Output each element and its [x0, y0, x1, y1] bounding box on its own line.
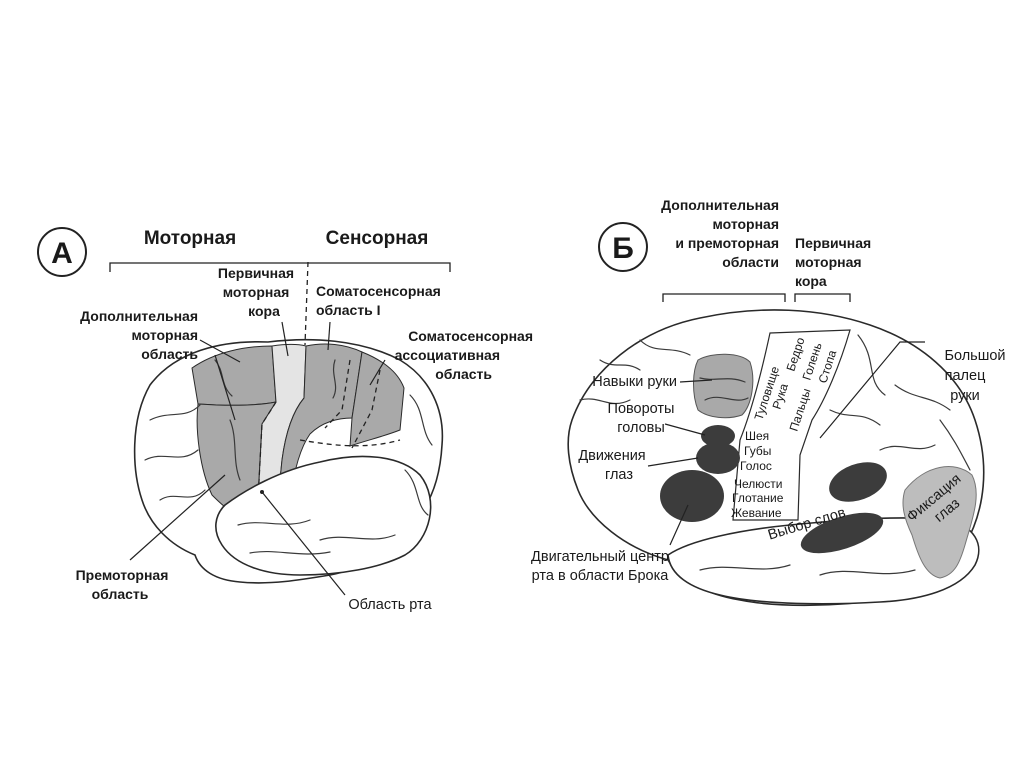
svg-text:рта в области Брока: рта в области Брока: [532, 568, 670, 584]
region-eye-fixation: [902, 466, 977, 579]
label-supp-premotor-b: Дополнительная моторная и премоторная об…: [661, 197, 779, 270]
region-word-choice-upper: [829, 462, 887, 502]
svg-text:Соматосенсорная: Соматосенсорная: [408, 328, 533, 344]
svg-text:область I: область I: [316, 302, 381, 318]
svg-text:Двигательный центр: Двигательный центр: [531, 549, 669, 565]
svg-text:Движения: Движения: [578, 448, 645, 464]
svg-text:Шея: Шея: [745, 429, 769, 443]
svg-text:Дополнительная: Дополнительная: [661, 197, 779, 213]
gyri-b: [579, 334, 971, 576]
bracket-primary-motor: [794, 293, 851, 302]
svg-text:Премоторная: Премоторная: [76, 567, 169, 583]
svg-text:Губы: Губы: [744, 444, 771, 458]
svg-text:и премоторная: и премоторная: [675, 235, 779, 251]
boundary-assoc: [351, 369, 381, 449]
panel-a-badge: А: [51, 237, 73, 270]
region-broca: [660, 470, 724, 522]
heading-bracket: [109, 262, 451, 272]
svg-text:Глотание: Глотание: [732, 491, 784, 505]
panel-a: А Моторная Сенсорная: [37, 227, 533, 613]
svg-text:моторная: моторная: [131, 327, 198, 343]
svg-text:моторная: моторная: [712, 216, 779, 232]
label-eye-move: Движения глаз: [578, 448, 645, 483]
region-somato-1: [277, 343, 363, 501]
temporal-lobe-a: [215, 455, 432, 576]
label-somato-assoc-a: Соматосенсорная ассоциативная область: [395, 328, 533, 382]
label-primary-motor-b: Первичная моторная кора: [795, 235, 871, 289]
label-mouth-a: Область рта: [348, 597, 432, 613]
label-primary-motor-a: Первичная моторная кора: [218, 265, 294, 319]
svg-text:область: область: [141, 346, 198, 362]
region-head-turn: [701, 425, 735, 447]
central-sulcus-line: [304, 261, 309, 346]
temporal-lobe-b: [667, 517, 980, 605]
region-eye-move: [696, 442, 740, 474]
svg-text:области: области: [722, 254, 779, 270]
svg-text:Дополнительная: Дополнительная: [80, 308, 198, 324]
bracket-supp-premotor: [662, 293, 786, 302]
svg-text:кора: кора: [248, 303, 280, 319]
svg-text:глаз: глаз: [605, 467, 633, 483]
boundary-somato: [324, 359, 351, 429]
leaders-a: [129, 321, 386, 596]
svg-text:Соматосенсорная: Соматосенсорная: [316, 283, 441, 299]
label-somato-1-a: Соматосенсорная область I: [316, 283, 441, 318]
motor-strip: [732, 329, 851, 521]
heading-motor: Моторная: [144, 228, 236, 249]
label-premotor-a: Премоторная область: [76, 567, 169, 602]
label-broca: Двигательный центр рта в области Брока: [531, 549, 669, 584]
svg-text:Большой: Большой: [944, 348, 1005, 364]
label-thumb: Большой палец руки: [944, 348, 1005, 404]
svg-text:моторная: моторная: [223, 284, 290, 300]
svg-text:Голос: Голос: [740, 459, 772, 473]
svg-text:Повороты: Повороты: [608, 401, 675, 417]
strip-labels-lower: Шея Губы Голос Челюсти Глотание Жевание: [731, 429, 784, 520]
panel-a-badge-circle: [37, 227, 87, 277]
leaders-b: [647, 341, 925, 546]
svg-text:моторная: моторная: [795, 254, 862, 270]
panel-b: Б Дополнительная моторная и премоторная …: [531, 197, 1006, 607]
label-supp-motor-a: Дополнительная моторная область: [80, 308, 198, 362]
svg-text:Первичная: Первичная: [795, 235, 871, 251]
svg-text:Челюсти: Челюсти: [734, 477, 782, 491]
panel-b-badge: Б: [612, 232, 634, 265]
svg-text:кора: кора: [795, 273, 827, 289]
panel-b-badge-circle: [598, 222, 648, 272]
region-word-choice-lower: [800, 512, 884, 554]
boundary-temporal: [299, 439, 401, 447]
boundary-premotor: [257, 401, 277, 501]
svg-text:ассоциативная: ассоциативная: [395, 347, 500, 363]
svg-text:руки: руки: [950, 388, 980, 404]
region-somato-assoc: [349, 351, 405, 447]
svg-text:область: область: [435, 366, 492, 382]
label-hand-skills: Навыки руки: [592, 374, 677, 390]
svg-text:область: область: [92, 586, 149, 602]
svg-text:палец: палец: [945, 368, 986, 384]
region-hand-skills: [693, 353, 754, 419]
label-head-turn: Повороты головы: [608, 401, 675, 436]
svg-text:Первичная: Первичная: [218, 265, 294, 281]
svg-text:Жевание: Жевание: [731, 506, 782, 520]
svg-text:головы: головы: [617, 420, 665, 436]
heading-sensory: Сенсорная: [326, 228, 429, 249]
